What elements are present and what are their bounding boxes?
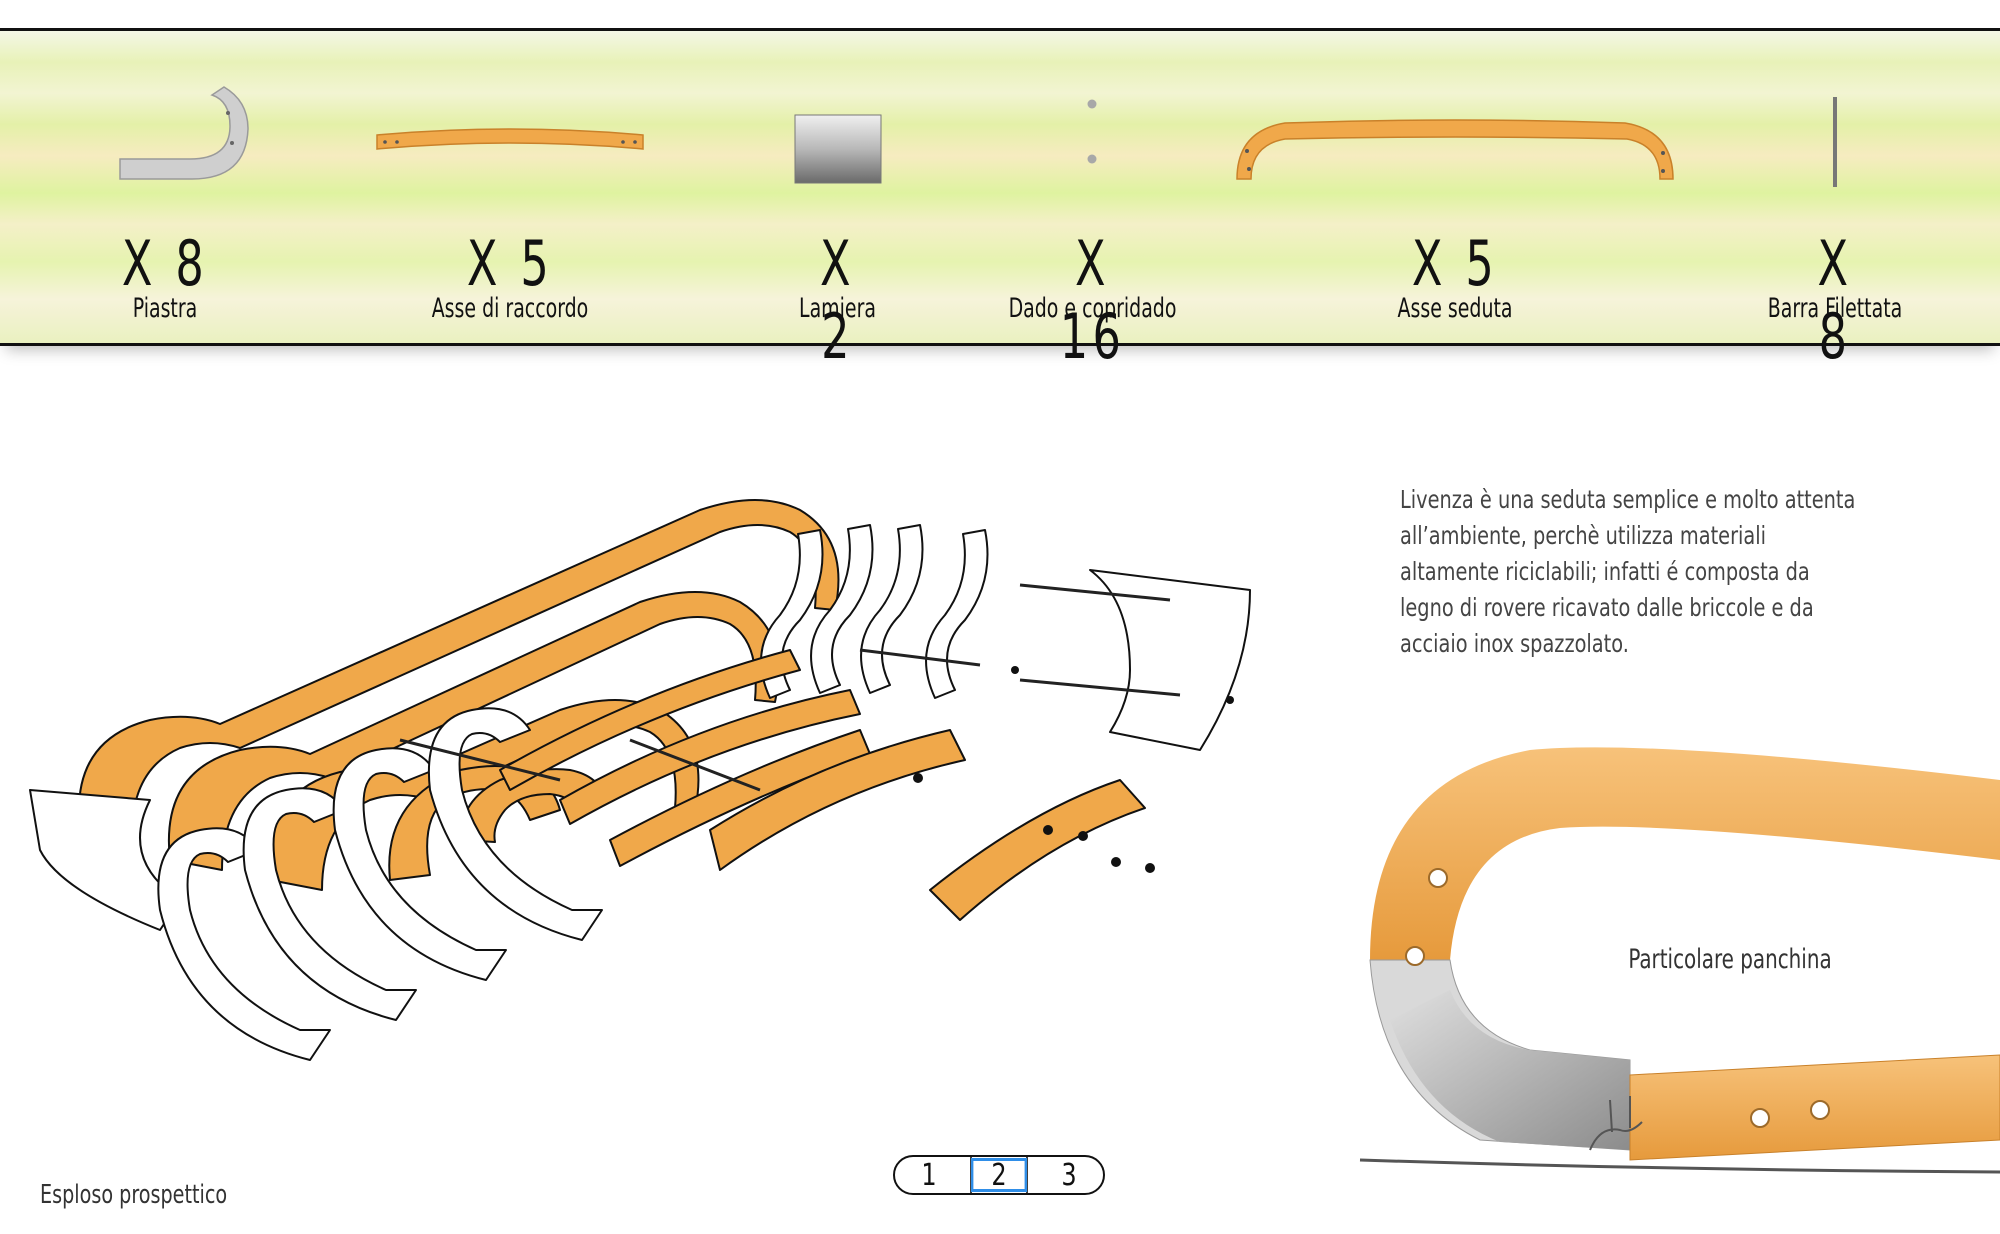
part-name: Asse di raccordo: [431, 293, 589, 324]
part-asse-raccordo: X 5 Asse di raccordo: [375, 31, 645, 343]
seat-plank-icon: [1236, 119, 1674, 180]
part-piastra: X 8 Piastra: [100, 31, 249, 343]
page-2-button[interactable]: 2: [970, 1157, 1028, 1193]
part-barra: X 8 Barra Filettata: [1768, 31, 1902, 373]
part-qty: X 2: [820, 227, 855, 373]
logo-icon: [1589, 1096, 1643, 1151]
part-qty: X 8: [121, 227, 209, 300]
detail-label: Particolare panchina: [1628, 944, 1832, 975]
bench-detail-drawing: [1359, 747, 2000, 1174]
part-asse-seduta: X 5 Asse seduta: [1235, 31, 1675, 343]
part-dado: X 16 Dado e copridado: [1009, 31, 1176, 373]
exploded-view-drawing: [29, 499, 1251, 1061]
product-description: Livenza è una seduta semplice e molto at…: [1400, 485, 1856, 658]
view-caption: Esploso prospettico: [40, 1180, 228, 1210]
part-name: Dado e copridado: [1008, 293, 1177, 324]
threaded-rod-icon: [1833, 97, 1837, 187]
part-name: Piastra: [132, 293, 198, 324]
steel-plate-icon: [119, 86, 249, 180]
part-name: Asse seduta: [1397, 293, 1513, 324]
parts-band: X 8 Piastra X 5 Asse di raccordo X 2 Lam…: [0, 28, 2000, 373]
nut-icon: [1087, 99, 1097, 164]
part-qty: X 5: [1411, 227, 1499, 300]
part-qty: X 16: [1059, 227, 1126, 373]
part-lamiera: X 2 Lamiera: [790, 31, 885, 373]
page-pager: 1 2 3: [893, 1155, 1105, 1195]
page-3-button[interactable]: 3: [1061, 1157, 1077, 1193]
part-name: Lamiera: [799, 293, 876, 324]
part-name: Barra Filettata: [1767, 293, 1903, 324]
metal-sheet-icon: [794, 114, 882, 184]
page-1-button[interactable]: 1: [921, 1157, 937, 1193]
part-qty: X 5: [466, 227, 554, 300]
connecting-plank-icon: [376, 128, 644, 150]
part-qty: X 8: [1817, 227, 1853, 373]
